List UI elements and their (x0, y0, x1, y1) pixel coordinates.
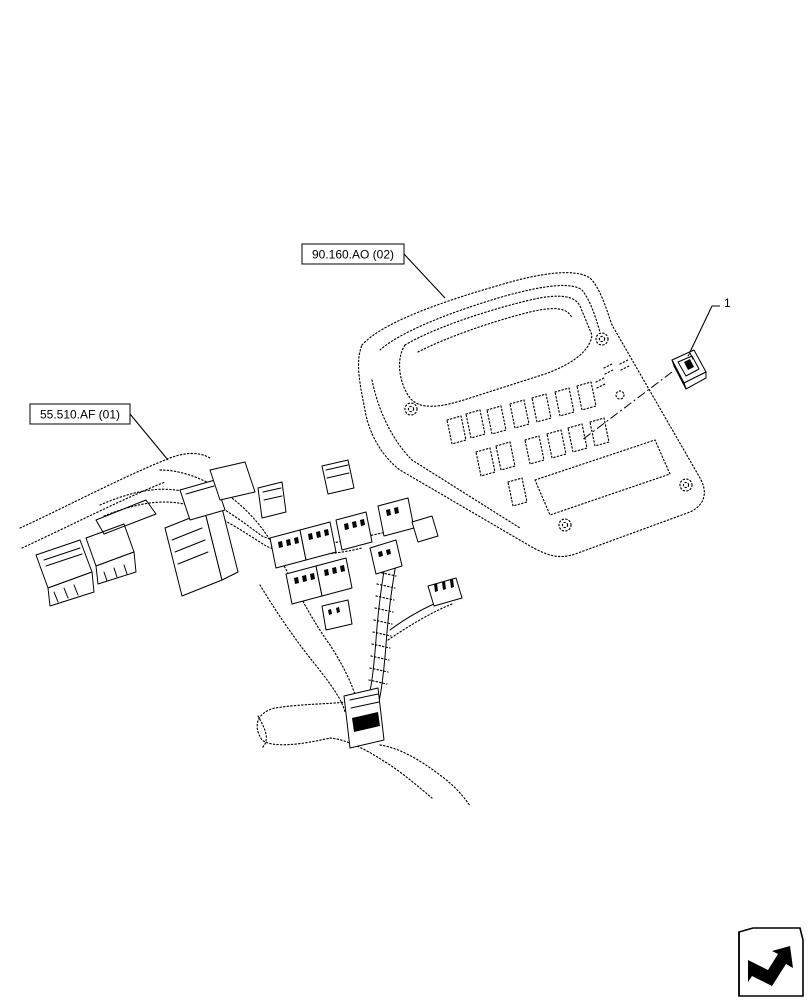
panel-screw-1 (404, 402, 418, 416)
instrument-panel (357, 272, 705, 558)
reference-label-panel-text: 90.160.AO (02) (312, 248, 394, 262)
panel-screw-4 (679, 478, 693, 492)
connector-module-center (164, 461, 256, 597)
installation-axis (581, 371, 673, 441)
reference-label-panel: 90.160.AO (02) (301, 243, 446, 299)
panel-label-plate (534, 439, 671, 516)
switch-cutouts-row-1 (446, 381, 597, 445)
panel-screw-2 (595, 332, 609, 346)
indicator-symbols (595, 359, 630, 400)
callout-item-1-number: 1 (724, 296, 731, 310)
rocker-switch-part (671, 349, 707, 390)
reference-label-harness-text: 55.510.AF (01) (40, 408, 120, 422)
navigation-arrow-icon[interactable] (738, 927, 804, 997)
panel-screw-3 (558, 518, 572, 532)
harness-connectors (35, 459, 463, 631)
switch-cutouts-row-2 (475, 417, 610, 507)
callout-item-1: 1 (689, 296, 731, 353)
connector-row-mid (257, 459, 415, 569)
connector-block-left (35, 499, 157, 607)
reference-label-harness: 55.510.AF (01) (29, 403, 169, 461)
connector-row-low (285, 515, 463, 631)
